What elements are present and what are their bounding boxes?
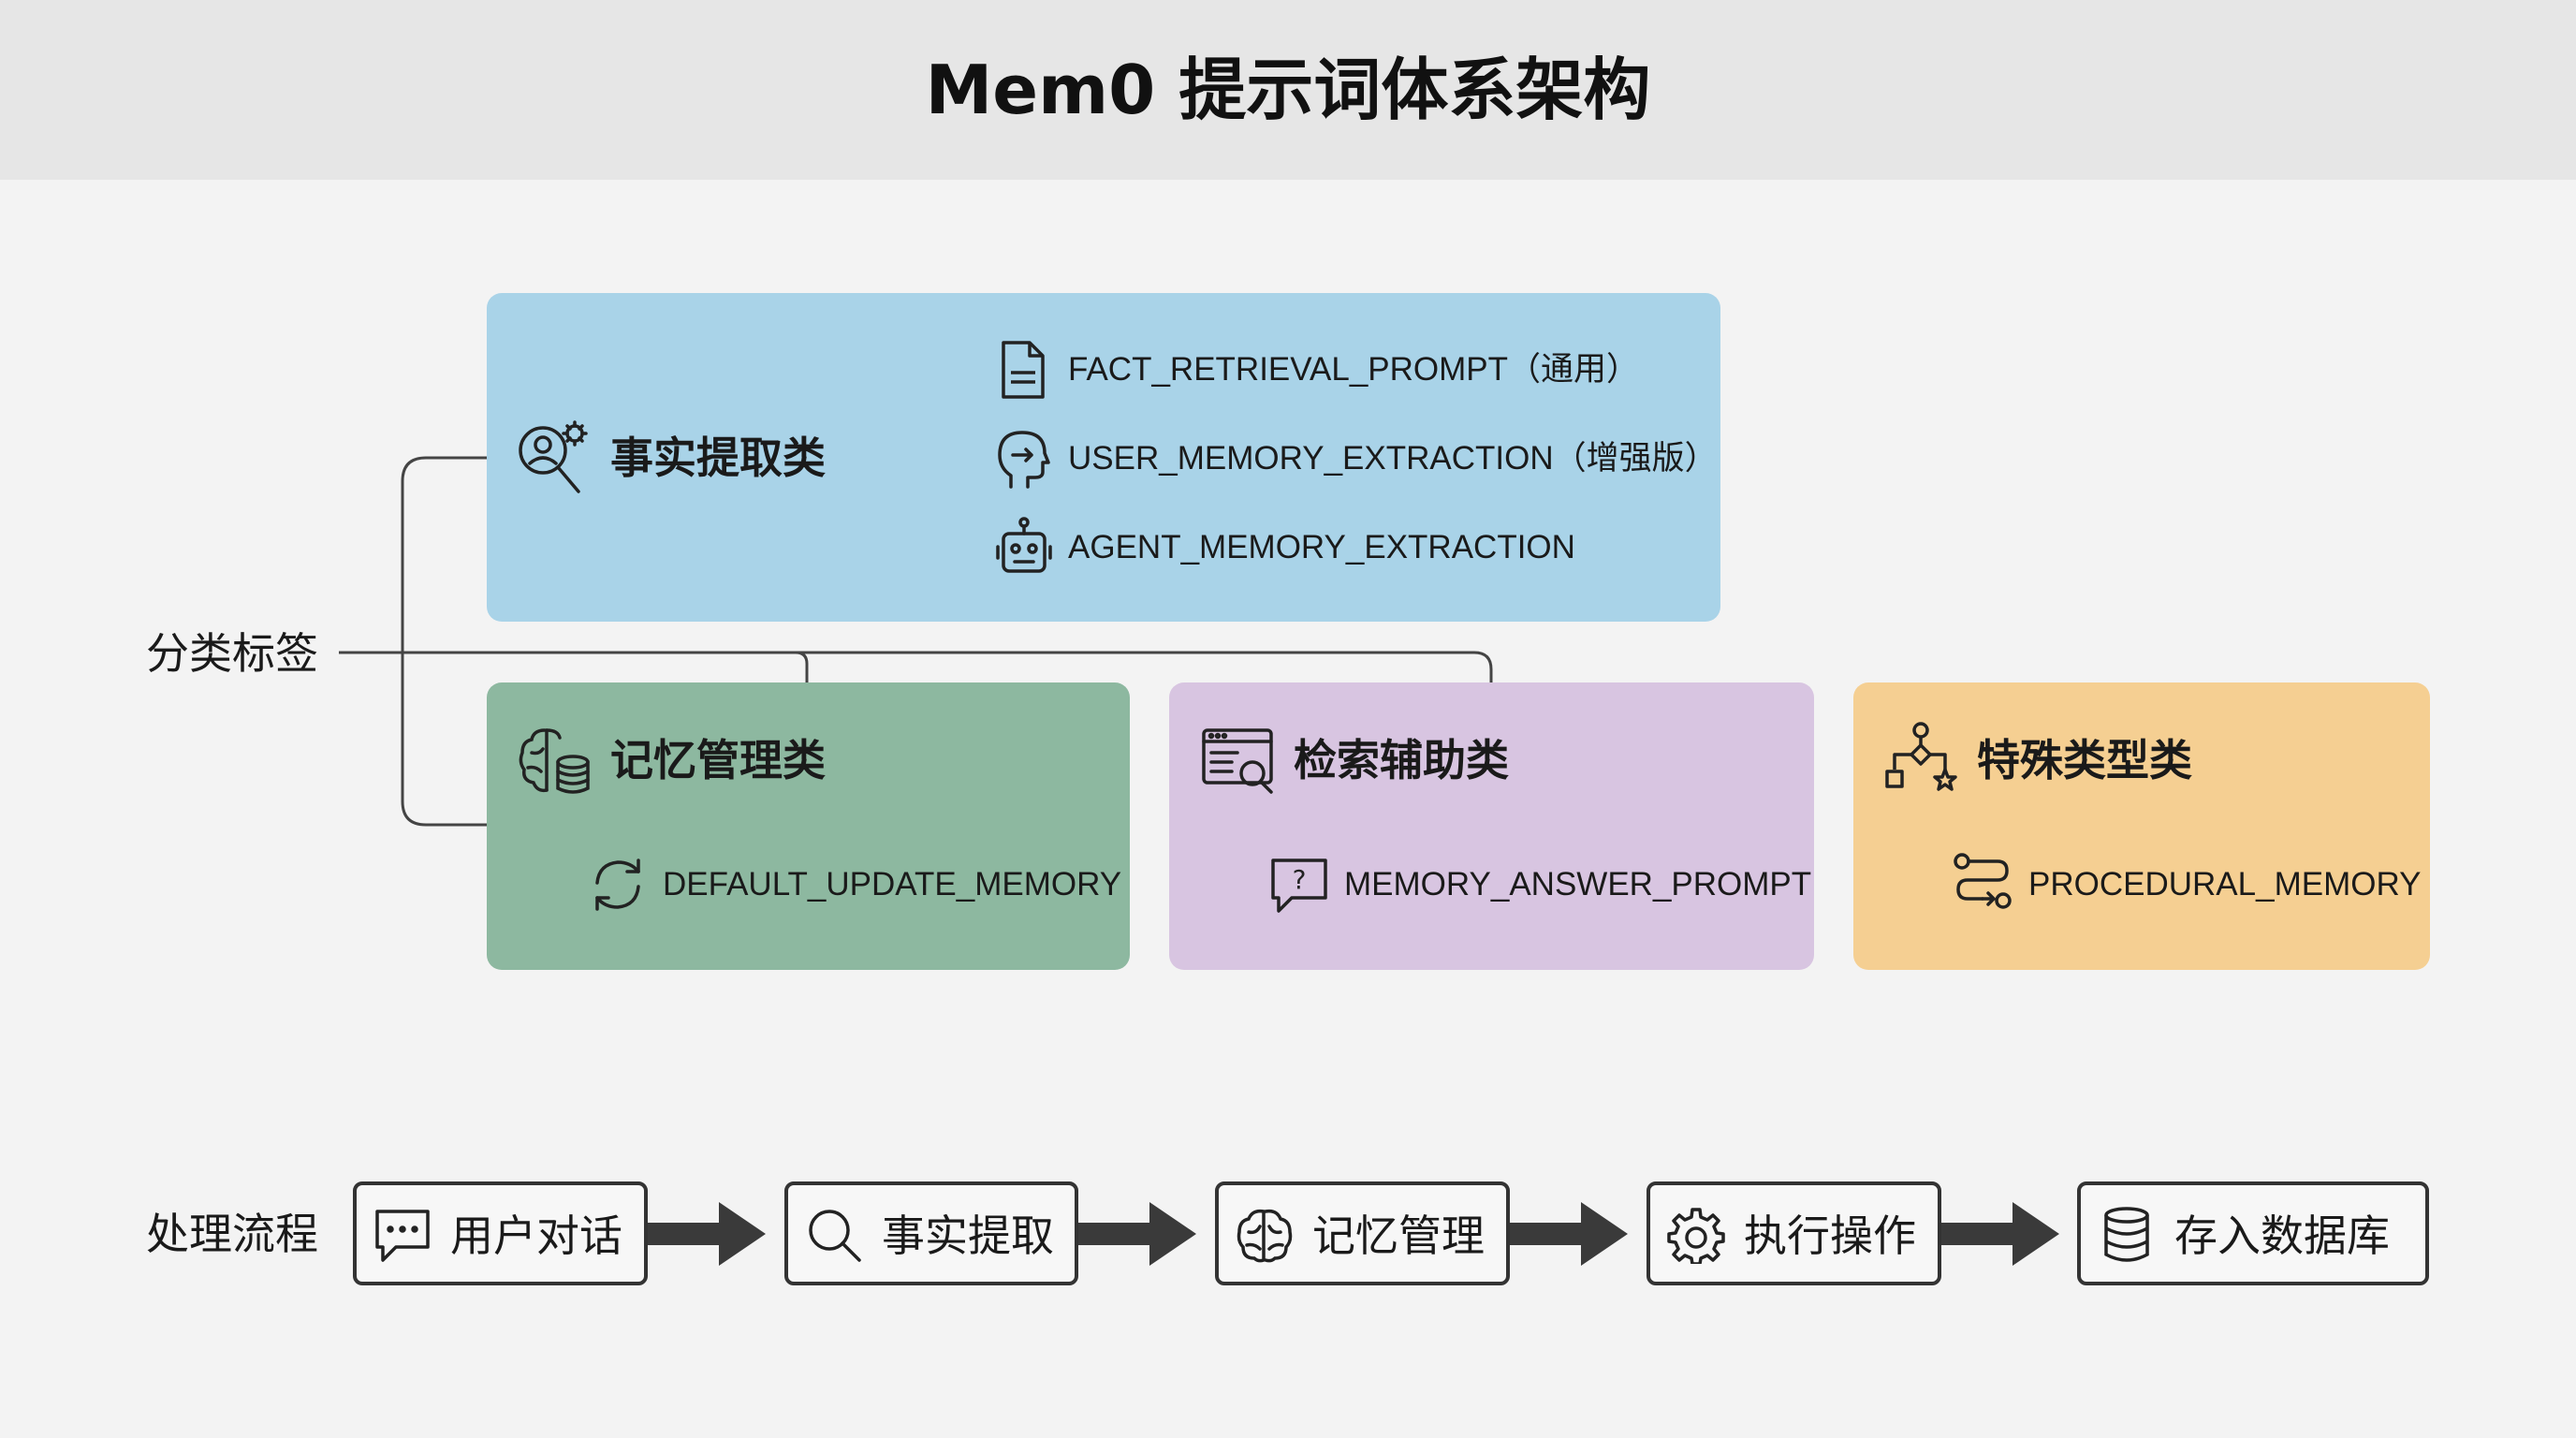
item-label-memory-answer: MEMORY_ANSWER_PROMPT bbox=[1344, 866, 1812, 902]
brain-icon bbox=[1236, 1206, 1294, 1268]
category-card-memory-management bbox=[487, 682, 1130, 970]
brain-database-icon bbox=[517, 725, 592, 800]
head-profile-icon bbox=[994, 427, 1052, 491]
window-search-icon bbox=[1200, 725, 1275, 800]
flow-step-store-database: 存入数据库 bbox=[2077, 1181, 2429, 1285]
flow-step-label: 执行操作 bbox=[1744, 1211, 1916, 1261]
root-branch-line bbox=[401, 456, 487, 827]
svg-text:?: ? bbox=[1293, 864, 1307, 895]
branch-to-orange bbox=[1473, 651, 1493, 682]
flow-step-execute: 执行操作 bbox=[1647, 1181, 1941, 1285]
flow-step-label: 事实提取 bbox=[882, 1211, 1054, 1261]
flow-step-label: 记忆管理 bbox=[1312, 1211, 1485, 1261]
robot-icon bbox=[994, 517, 1054, 577]
flow-step-label: 用户对话 bbox=[450, 1211, 622, 1261]
database-icon bbox=[2098, 1206, 2156, 1268]
page-title: Mem0 提示词体系架构 bbox=[925, 51, 1651, 129]
flow-arrow bbox=[1510, 1202, 1628, 1266]
search-icon bbox=[805, 1206, 863, 1268]
category-label-special-type: 特殊类型类 bbox=[1977, 735, 2192, 785]
item-label-procedural-memory: PROCEDURAL_MEMORY bbox=[2028, 866, 2422, 902]
category-label-memory-management: 记忆管理类 bbox=[610, 735, 826, 785]
flow-arrow bbox=[648, 1202, 766, 1266]
branch-to-purple bbox=[795, 651, 809, 682]
chat-bubble-icon bbox=[373, 1206, 432, 1268]
process-steps-icon bbox=[1953, 852, 2012, 917]
refresh-icon bbox=[588, 855, 648, 915]
category-card-retrieval-assist bbox=[1169, 682, 1814, 970]
flow-label: 处理流程 bbox=[146, 1209, 318, 1259]
item-label-user-memory: USER_MEMORY_EXTRACTION（增强版） bbox=[1068, 440, 1718, 477]
category-card-special-type bbox=[1853, 682, 2430, 970]
flow-step-memory-management: 记忆管理 bbox=[1215, 1181, 1510, 1285]
item-label-default-update: DEFAULT_UPDATE_MEMORY bbox=[663, 866, 1122, 902]
person-gear-search-icon bbox=[513, 418, 593, 499]
category-label-fact-extraction: 事实提取类 bbox=[610, 433, 826, 483]
workflow-icon bbox=[1881, 721, 1960, 800]
category-card-fact-extraction bbox=[487, 293, 1720, 622]
gear-icon bbox=[1667, 1206, 1725, 1268]
document-icon bbox=[996, 339, 1050, 401]
item-label-agent-memory: AGENT_MEMORY_EXTRACTION bbox=[1068, 529, 1575, 565]
header-bar bbox=[0, 0, 2576, 180]
category-label-retrieval-assist: 检索辅助类 bbox=[1294, 735, 1509, 785]
item-label-fact-retrieval: FACT_RETRIEVAL_PROMPT（通用） bbox=[1068, 351, 1640, 388]
flow-step-user-dialog: 用户对话 bbox=[353, 1181, 648, 1285]
flow-arrow bbox=[1941, 1202, 2059, 1266]
flow-step-label: 存入数据库 bbox=[2174, 1211, 2390, 1261]
taxonomy-root-label: 分类标签 bbox=[146, 628, 318, 679]
flow-arrow bbox=[1078, 1202, 1196, 1266]
question-bubble-icon: ? bbox=[1269, 857, 1329, 915]
flow-step-fact-extraction: 事实提取 bbox=[784, 1181, 1078, 1285]
